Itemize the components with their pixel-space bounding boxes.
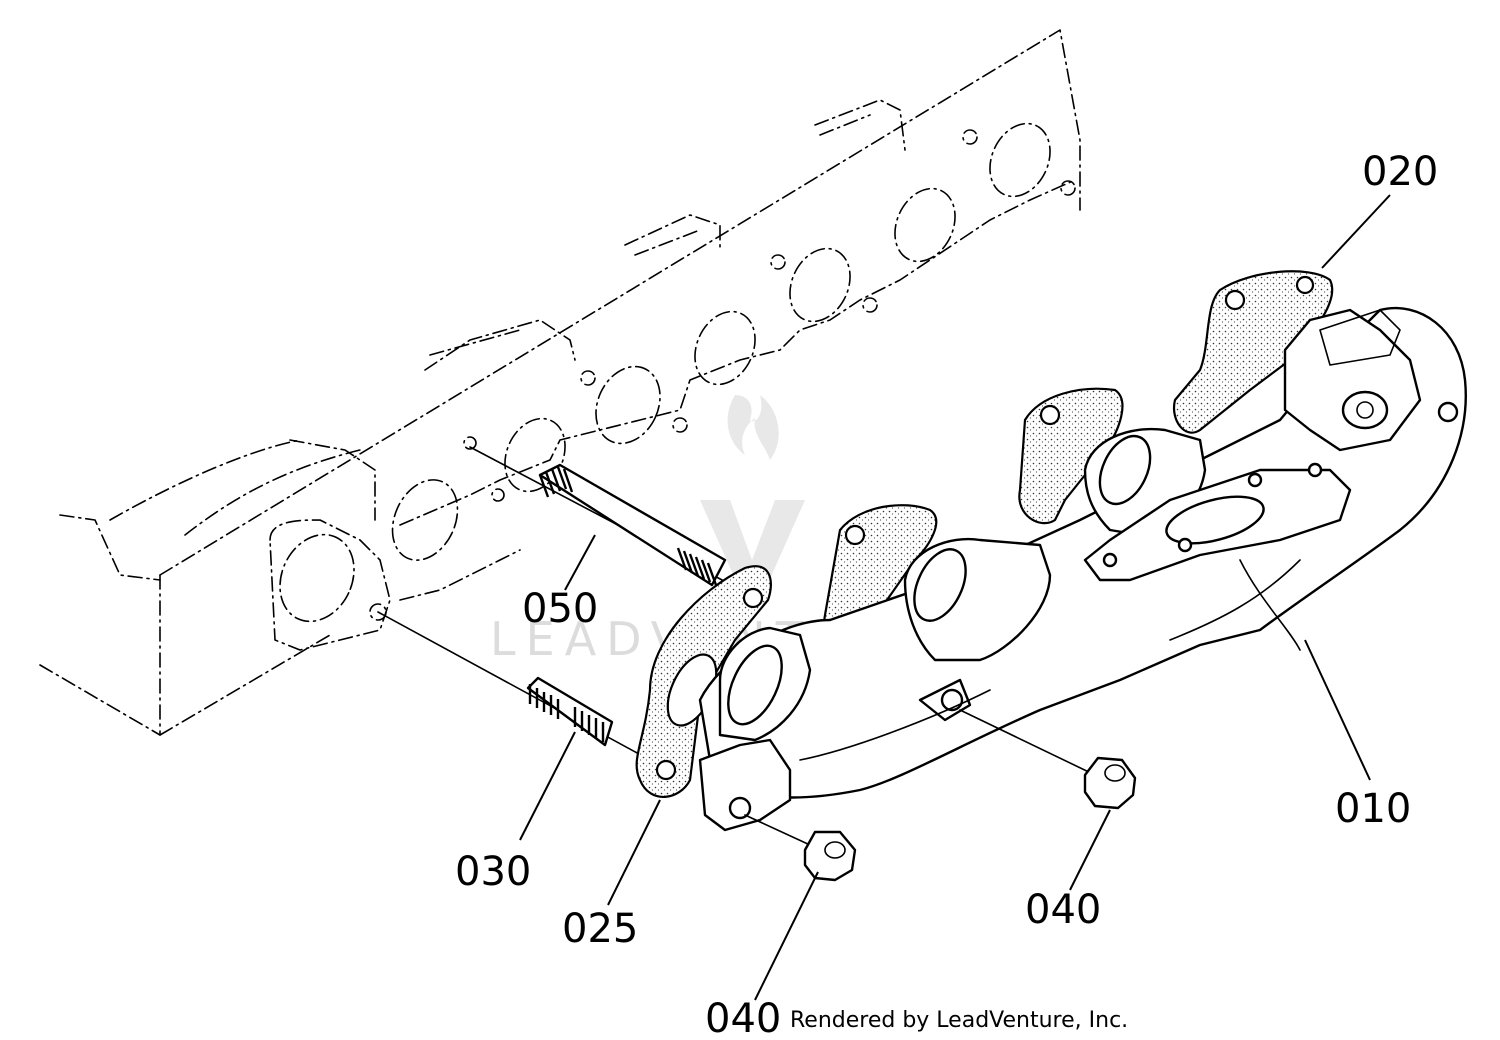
callout-050: 050	[522, 586, 598, 632]
callout-030: 030	[455, 849, 531, 895]
nut-040-right	[959, 709, 1137, 810]
stud-030	[377, 611, 651, 761]
cylinder-head-phantom	[39, 29, 1081, 736]
callout-025: 025	[562, 906, 638, 952]
stud-050	[469, 446, 761, 601]
callout-040-bottom: 040	[705, 996, 781, 1040]
gasket-020	[1172, 270, 1334, 434]
callout-020: 020	[1362, 149, 1438, 195]
exhaust-manifold-010	[698, 307, 1467, 832]
nut-040-bottom	[744, 814, 857, 882]
credit-text: Rendered by LeadVenture, Inc.	[790, 1008, 1128, 1033]
callout-040-right: 040	[1025, 887, 1101, 933]
callout-010: 010	[1335, 786, 1411, 832]
leader-lines	[519, 194, 1391, 1001]
